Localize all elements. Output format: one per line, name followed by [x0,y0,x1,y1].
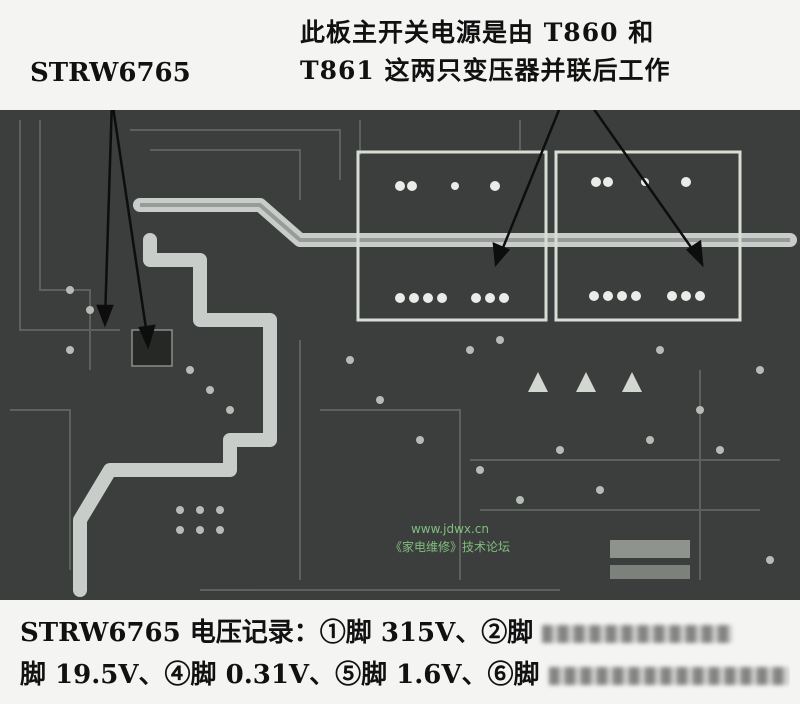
voltage-record-line-2: 脚 19.5V、④脚 0.31V、⑤脚 1.6V、⑥脚 [20,654,790,696]
voltage-record-caption: STRW6765 电压记录：①脚 315V、②脚 脚 19.5V、④脚 0.31… [20,612,790,696]
top-caption-line-1: 此板主开关电源是由 T860 和 [300,18,655,47]
obscured-text [548,667,789,685]
top-caption-line-2: T861 这两只变压器并联后工作 [300,56,671,85]
obscured-text [542,625,733,643]
top-caption: 此板主开关电源是由 T860 和 T861 这两只变压器并联后工作 [300,14,780,90]
watermark-forum: 《家电维修》技术论坛 [389,540,510,554]
pcb-photo: www.jdwx.cn 《家电维修》技术论坛 [0,110,800,600]
pcb-drawing [0,110,800,600]
voltage-record-line-1: STRW6765 电压记录：①脚 315V、②脚 [20,612,790,654]
watermark-url: www.jdwx.cn [410,522,490,536]
watermark: www.jdwx.cn 《家电维修》技术论坛 [330,520,570,556]
chip-label: STRW6765 [30,58,191,88]
